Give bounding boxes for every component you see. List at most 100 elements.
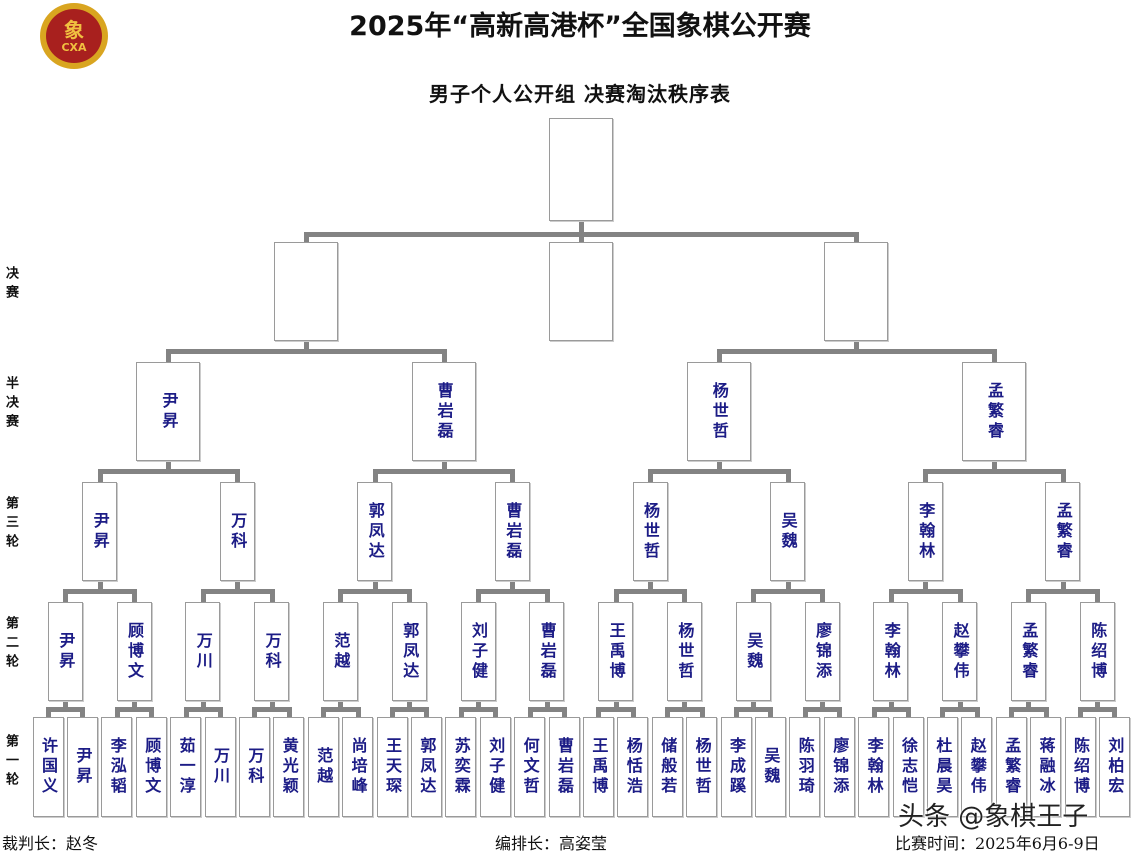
player-name: 万科 [245,747,265,787]
connector-line [751,589,757,602]
connector-line [648,580,653,591]
connector-line [200,700,206,709]
connector-line [940,706,980,712]
bracket-slot-semi: 杨世哲 [686,362,751,461]
connector-line [80,706,86,717]
connector-line [1026,700,1032,709]
bracket-slot-r1: 曹岩磊 [548,717,580,817]
connector-line [1095,700,1101,709]
connector-line [493,706,499,717]
bracket-slot-r2: 杨世哲 [666,602,702,701]
connector-line [802,706,808,717]
bracket-slot-semi: 曹岩磊 [411,362,476,461]
connector-line [648,469,791,474]
player-name: 杨世哲 [709,381,729,442]
connector-line [63,589,137,594]
connector-line [630,706,636,717]
connector-line [888,589,894,602]
connector-line [63,589,69,602]
player-name: 郭凤达 [400,621,420,682]
bracket-slot-r2: 吴魏 [735,602,771,701]
bracket-slot-r1: 吴魏 [754,717,786,817]
connector-line [114,706,120,717]
connector-line [716,349,722,362]
bracket-slot-r1: 杨世哲 [686,717,718,817]
connector-line [321,706,361,712]
connector-line [407,700,413,709]
connector-line [114,706,155,712]
bracket-slot-r2: 尹昇 [47,602,83,701]
connector-line [888,589,963,594]
bracket-slot-r1: 赵攀伟 [961,717,993,817]
connector-line [372,580,378,591]
bracket-slot-semi: 尹昇 [136,362,201,461]
bracket-slot-final [824,242,889,341]
bracket-slot-r1: 陈绍博 [1064,717,1096,817]
player-name: 尹昇 [73,747,93,787]
connector-line [407,589,413,602]
player-name: 刘子健 [469,621,488,682]
bracket-slot-r3: 曹岩磊 [494,482,530,581]
player-name: 李成蹊 [727,737,746,797]
connector-line [785,580,791,591]
player-name: 吴魏 [744,631,764,672]
connector-line [390,706,430,712]
player-name: 顾博文 [125,621,144,682]
connector-line [871,706,911,712]
round-label-semi: 半决赛 [3,376,18,433]
connector-line [166,349,172,362]
page-title: 2025年“高新高港杯”全国象棋公开赛 [349,11,811,42]
bracket-slot-r3: 孟繁睿 [1045,482,1081,581]
player-name: 尹昇 [56,631,76,672]
connector-line [372,469,516,474]
connector-line [46,706,51,717]
logo-text: CXA [61,40,87,54]
connector-line [820,589,825,602]
connector-line [527,706,533,717]
connector-line [321,706,327,717]
connector-line [785,469,791,482]
connector-line [579,220,585,232]
connector-line [458,706,464,717]
connector-line [854,232,860,242]
connector-line [338,589,413,594]
connector-line [992,349,997,362]
player-name: 蒋融冰 [1036,737,1056,797]
player-name: 李翰林 [916,501,936,562]
scheduler-label: 编排长：高姿莹 [495,834,608,852]
connector-line [734,706,739,717]
connector-line [200,589,275,594]
player-name: 王天琛 [383,737,402,797]
player-name: 曹岩磊 [503,501,523,562]
connector-line [286,706,292,717]
connector-line [665,706,705,712]
player-name: 尹昇 [90,511,110,552]
bracket-slot-r1: 黄光颖 [273,717,305,817]
connector-line [338,589,344,602]
connector-line [613,589,619,602]
connector-line [906,706,911,717]
connector-line [699,706,705,717]
bracket-slot-r2: 王禹博 [598,602,634,701]
bracket-slot-r2: 范越 [322,602,358,701]
connector-line [97,580,103,591]
connector-line [1043,706,1049,717]
bracket-slot-r1: 王禹博 [582,717,614,817]
player-name: 顾博文 [142,737,162,797]
connector-line [957,700,963,709]
player-name: 储般若 [658,737,678,797]
connector-line [837,706,843,717]
player-name: 刘子健 [486,737,506,797]
player-name: 陈绍博 [1088,621,1108,682]
connector-line [476,589,481,602]
logo-glyph: 象 [64,17,84,42]
connector-line [97,469,241,474]
bracket-slot-r1: 刘子健 [479,717,511,817]
bracket-slot-r3: 郭凤达 [357,482,393,581]
player-name: 杜晨昊 [933,737,953,797]
connector-line [269,589,275,602]
referee-label: 裁判长：赵冬 [2,834,99,852]
connector-line [46,706,86,712]
bracket-slot-r1: 李翰林 [858,717,890,817]
connector-line [235,580,241,591]
